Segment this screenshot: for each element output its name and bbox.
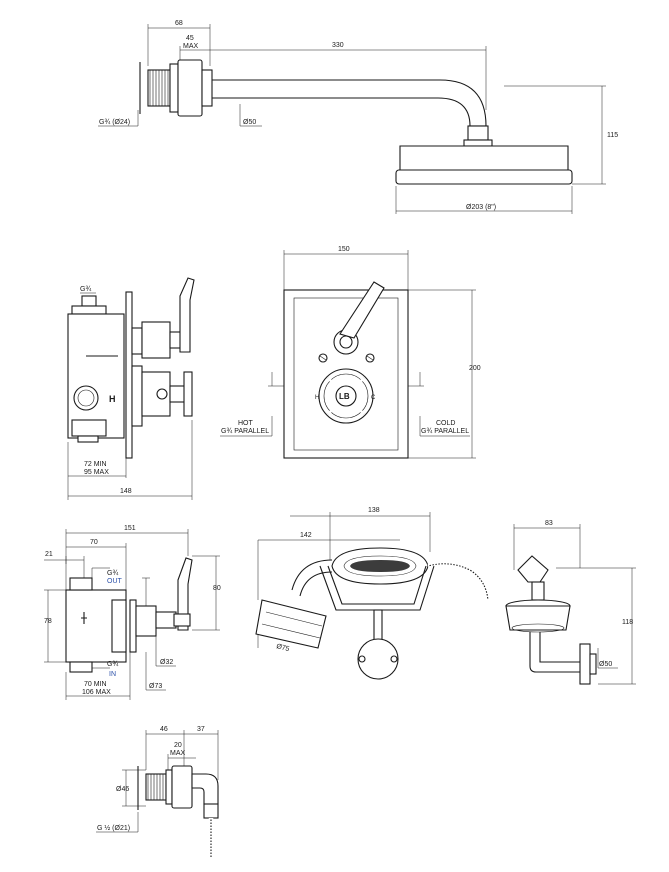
faceplate-width: 150 — [338, 246, 350, 253]
dim-330: 330 — [332, 42, 344, 49]
cradle-holder-view: 83 118 Ø50 — [505, 520, 636, 685]
outlet-dia-46: Ø46 — [116, 786, 129, 793]
dim-78: 78 — [44, 618, 52, 625]
dim-151: 151 — [124, 525, 136, 532]
outlet-dim-20: 20 — [174, 742, 182, 749]
outlet-dim-37: 37 — [197, 726, 205, 733]
dim-142: 142 — [300, 532, 312, 539]
diverter-side-view: 151 70 21 G¾ OUT G¾ IN 78 — [44, 525, 221, 700]
shower-arm-assembly: 68 45 MAX 330 115 — [98, 20, 618, 214]
valve-inlet-label: G¾ — [80, 286, 91, 293]
outlet-thread-label: G ½ (Ø21) — [97, 824, 130, 832]
dim-115: 115 — [607, 132, 618, 139]
outlet-dim-46: 46 — [160, 726, 168, 733]
hot-letter: H — [315, 395, 319, 401]
dim-70: 70 — [90, 539, 98, 546]
cold-title: COLD — [436, 420, 455, 427]
faceplate-height: 200 — [469, 365, 481, 372]
diverter-depth-max: 106 MAX — [82, 689, 111, 696]
wall-outlet-view: 46 37 20 MAX Ø46 G ½ (Ø21) — [96, 726, 219, 858]
valve-width-148: 148 — [120, 488, 132, 495]
hot-title: HOT — [238, 420, 254, 427]
dim-118: 118 — [622, 619, 633, 626]
faceplate-front-view: 150 LB H C 200 HOT G¾ PARALLEL — [220, 246, 481, 459]
dim-80: 80 — [213, 585, 221, 592]
valve-body-letter: H — [109, 394, 116, 404]
dim-45-max: MAX — [183, 43, 199, 50]
cradle-dia-50: Ø50 — [599, 661, 612, 668]
in-thread: G¾ — [107, 661, 118, 668]
cold-letter: C — [371, 395, 376, 401]
hub-letters: LB — [339, 392, 350, 401]
dim-138: 138 — [368, 507, 380, 514]
out-thread: G¾ — [107, 570, 118, 577]
handshower-dia: Ø75 — [276, 643, 291, 653]
valve-side-view: G¾ H 72 MIN 95 MAX 148 — [67, 277, 195, 500]
in-label: IN — [109, 671, 116, 678]
cold-thread: G¾ PARALLEL — [421, 428, 469, 435]
out-label: OUT — [107, 578, 123, 585]
dia-73: Ø73 — [149, 683, 162, 690]
dia-32: Ø32 — [160, 659, 173, 666]
valve-depth-min: 72 MIN — [84, 461, 107, 468]
head-diameter: Ø203 (8") — [466, 204, 496, 211]
thread-label: G¾ (Ø24) — [99, 119, 130, 126]
dim-21: 21 — [45, 551, 53, 558]
dim-45: 45 — [186, 35, 194, 42]
arm-dia-50: Ø50 — [243, 119, 256, 126]
diverter-depth-min: 70 MIN — [84, 681, 107, 688]
hot-thread: G¾ PARALLEL — [221, 428, 269, 435]
outlet-dim-max: MAX — [170, 750, 186, 757]
handshower-view: 142 138 Ø75 — [255, 507, 490, 680]
valve-depth-max: 95 MAX — [84, 469, 109, 476]
dim-68: 68 — [175, 20, 183, 27]
dim-83: 83 — [545, 520, 553, 527]
